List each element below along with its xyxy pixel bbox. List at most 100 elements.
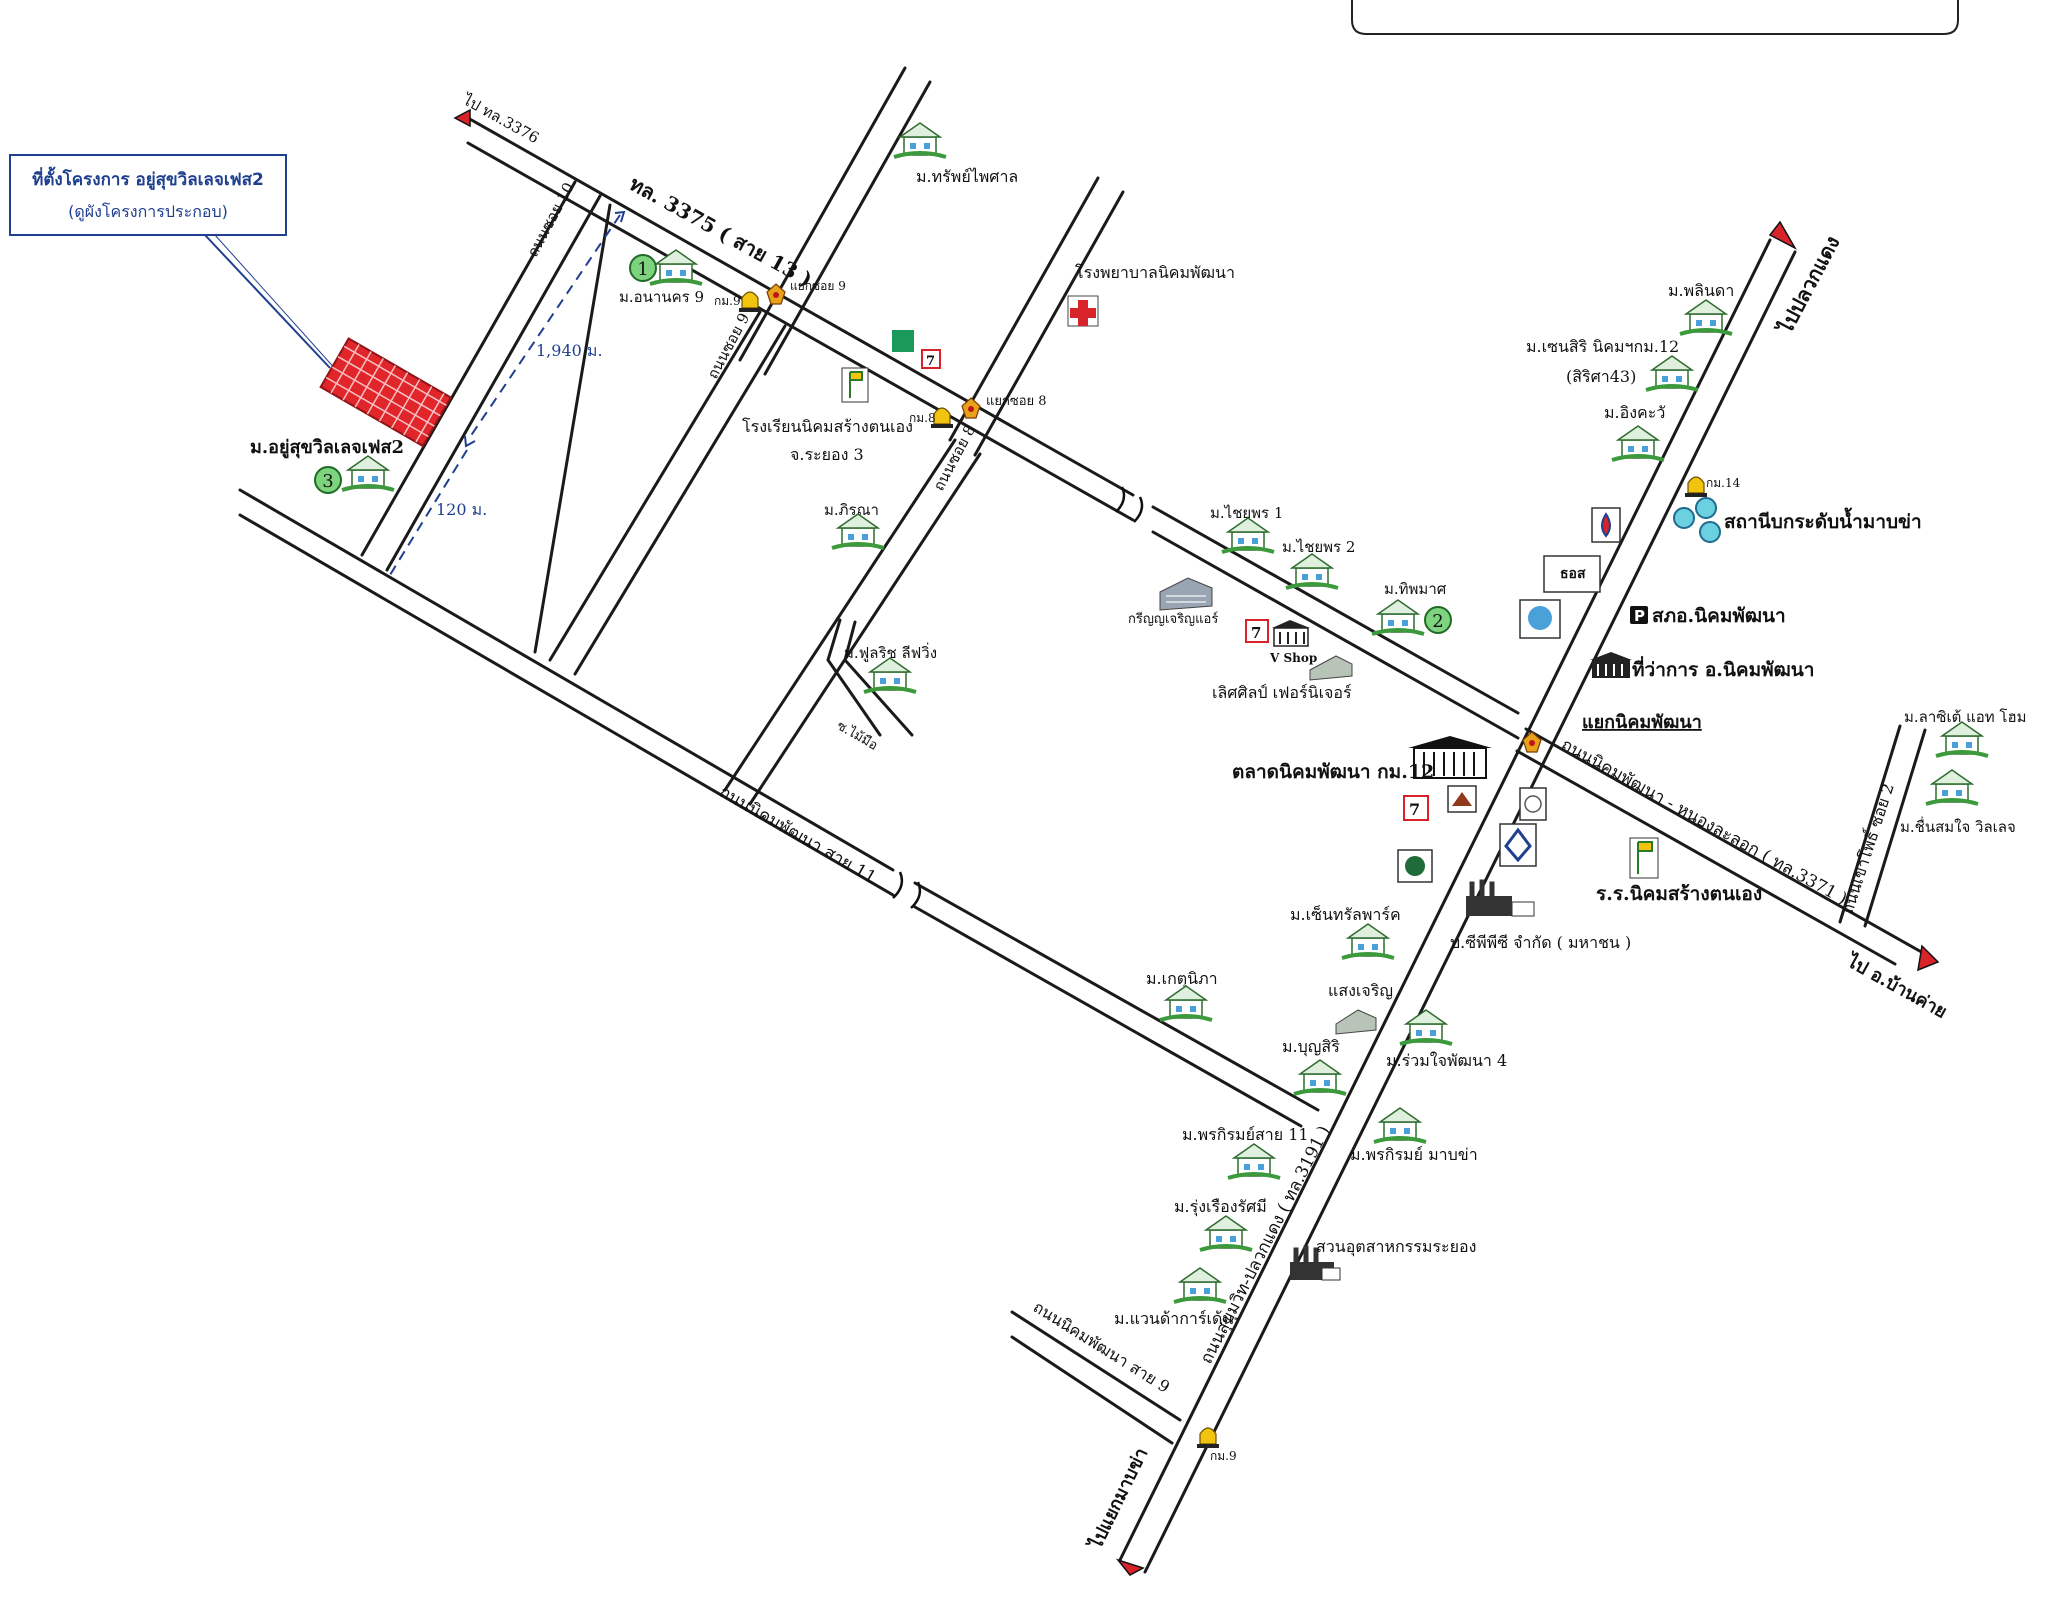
arrow-sw: [1115, 1558, 1145, 1576]
svg-text:7: 7: [1251, 624, 1261, 642]
junction-soi9-label: แยกซอย 9: [790, 279, 846, 293]
km-8-label: กม.8: [909, 411, 936, 425]
road-break-marks: [892, 486, 1144, 909]
place-saengcharoen: แสงเจริญ: [1328, 981, 1393, 1000]
number-2-badge: [1424, 606, 1452, 634]
place-school2: ร.ร.นิคมสร้างตนเอง: [1596, 883, 1762, 905]
place-sensiri-b: (สิริศา43): [1566, 367, 1636, 386]
warehouse-icon: [1335, 1009, 1377, 1035]
place-vshop: V Shop: [1269, 651, 1317, 665]
number-3-label: 3: [322, 471, 333, 492]
place-garden: ม.แวนด้าการ์เด้น: [1114, 1309, 1233, 1328]
house-icon: [1292, 1058, 1348, 1096]
place-ruamjai: ม.ร่วมใจพัฒนา 4: [1386, 1051, 1507, 1070]
road-sai11-label: ถนนนิคมพัฒนา สาย 11: [716, 782, 880, 888]
water-tank-icon: [1673, 497, 1721, 543]
place-krianyu: กรีญญเจริญแอร์: [1128, 611, 1218, 627]
store-icon: [892, 330, 914, 352]
place-lasiete: ม.ลาซิเต้ แอท โฮม: [1904, 708, 2027, 726]
callout-leader: [204, 234, 331, 369]
place-phirana: ม.ภิรณา: [824, 501, 879, 519]
seven-eleven-icon: [1403, 795, 1429, 821]
arrow-nw: [453, 108, 471, 128]
place-school1-b: จ.ระยอง 3: [790, 445, 864, 464]
house-icon: [1226, 1142, 1282, 1180]
house-icon: [1370, 598, 1426, 636]
place-ketunipa: ม.เกตุนิภา: [1146, 969, 1218, 989]
arrow-ne: [1768, 220, 1797, 250]
place-chuensomjai: ม.ชื่นสมใจ วิลเลจ: [1900, 816, 2016, 836]
police-parking-icon: [1630, 606, 1648, 624]
place-hospital: โรงพยาบาลนิคมพัฒนา: [1075, 263, 1235, 282]
distance-1940-label: 1,940 ม.: [536, 341, 603, 360]
government-building-icon: [1590, 652, 1632, 678]
number-1-label: 1: [637, 259, 648, 280]
house-icon: [862, 656, 918, 694]
house-icon: [1220, 516, 1276, 554]
house-icon: [1678, 298, 1734, 336]
junction-nikhom-label: แยกนิคมพัฒนา: [1582, 712, 1702, 733]
place-anankhon9: ม.อนานคร 9: [619, 288, 704, 306]
km-marker-icon: [738, 291, 762, 313]
arrow-sw-label: ไปแยกมาบข่า: [1084, 1444, 1153, 1554]
km-14-label: กม.14: [1706, 476, 1741, 490]
place-lertsilp: เลิศศิลป์ เฟอร์นิเจอร์: [1212, 683, 1352, 702]
house-icon: [1372, 1106, 1428, 1144]
place-bunsiri: ม.บุญสิริ: [1282, 1037, 1340, 1057]
callout-leader: [214, 234, 339, 373]
place-phonkrit11: ม.พรกิรมย์สาย 11: [1182, 1125, 1309, 1144]
house-icon: [892, 121, 948, 159]
distance-120-line: [389, 449, 468, 576]
gas-station-icon: [1543, 555, 1601, 593]
direction-arrows: [453, 108, 1940, 1576]
factory-icon: [1290, 1245, 1341, 1281]
place-ingkawa: ม.อิงคะวั: [1604, 403, 1665, 422]
place-project: ม.อยู่สุขวิลเลจเฟส2: [250, 437, 404, 459]
school-flag-icon: [1629, 837, 1659, 879]
distance-1940-arrow: [464, 210, 626, 448]
place-water: สถานีบกระดับน้ำมาบข่า: [1724, 507, 1922, 533]
house-icon: [1284, 552, 1340, 590]
place-chaiyaphon1: ม.ไชยพร 1: [1210, 504, 1283, 522]
place-market: ตลาดนิคมพัฒนา กม.12: [1232, 761, 1434, 783]
project-site: [319, 337, 453, 448]
place-police: สภอ.นิคมพัฒนา: [1652, 605, 1786, 627]
place-thipphamat: ม.ทิพมาศ: [1384, 580, 1447, 598]
house-icon: [1198, 1214, 1254, 1252]
seven-eleven-icon: [921, 349, 941, 369]
house-icon: [340, 454, 396, 492]
svg-text:7: 7: [926, 354, 935, 369]
bank-icon: [1519, 787, 1547, 821]
km-9b-label: กม.9: [1210, 1449, 1237, 1463]
house-icon: [830, 512, 886, 550]
km-marker-icon: [1684, 476, 1708, 498]
place-rungrueang: ม.รุ่งเรืองรัศมี: [1174, 1197, 1267, 1217]
factory-icon: [1466, 879, 1535, 917]
svg-text:ธอส: ธอส: [1560, 566, 1586, 582]
place-fulrich: ม.ฟูลริช ลีฟวิ่ง: [844, 642, 937, 662]
building-icon: [1159, 577, 1213, 611]
house-icon: [1924, 768, 1980, 806]
school-flag-icon: [841, 367, 869, 403]
callout-box: [9, 154, 287, 236]
place-district: ที่ว่าการ อ.นิคมพัฒนา: [1632, 656, 1814, 681]
warehouse-icon: [1309, 655, 1353, 681]
market-icon: [1408, 736, 1492, 779]
house-icon: [1172, 1266, 1228, 1304]
house-icon: [1934, 720, 1990, 758]
place-chaiyaphon2: ม.ไชยพร 2: [1282, 538, 1355, 556]
house-icon: [1610, 424, 1666, 462]
number-2-label: 2: [1432, 611, 1443, 632]
road-maimue-label: ซ.ไม้มือ: [834, 718, 880, 754]
shop-icon: [1272, 620, 1310, 647]
number-3-badge: [314, 466, 342, 494]
place-phonkrit-mabkha: ม.พรกิรมย์ มาบข่า: [1350, 1145, 1478, 1164]
distance-120-label: 120 ม.: [436, 500, 487, 519]
place-sapphaisan: ม.ทรัพย์ไพศาล: [916, 167, 1018, 186]
place-phlinda: ม.พลินดา: [1668, 281, 1734, 300]
place-industrial: สวนอุตสาหกรรมระยอง: [1316, 1237, 1476, 1257]
top-right-box: [1351, 0, 1959, 35]
house-icon: [1644, 354, 1700, 392]
junction-soi8-label: แยกซอย 8: [986, 394, 1047, 409]
